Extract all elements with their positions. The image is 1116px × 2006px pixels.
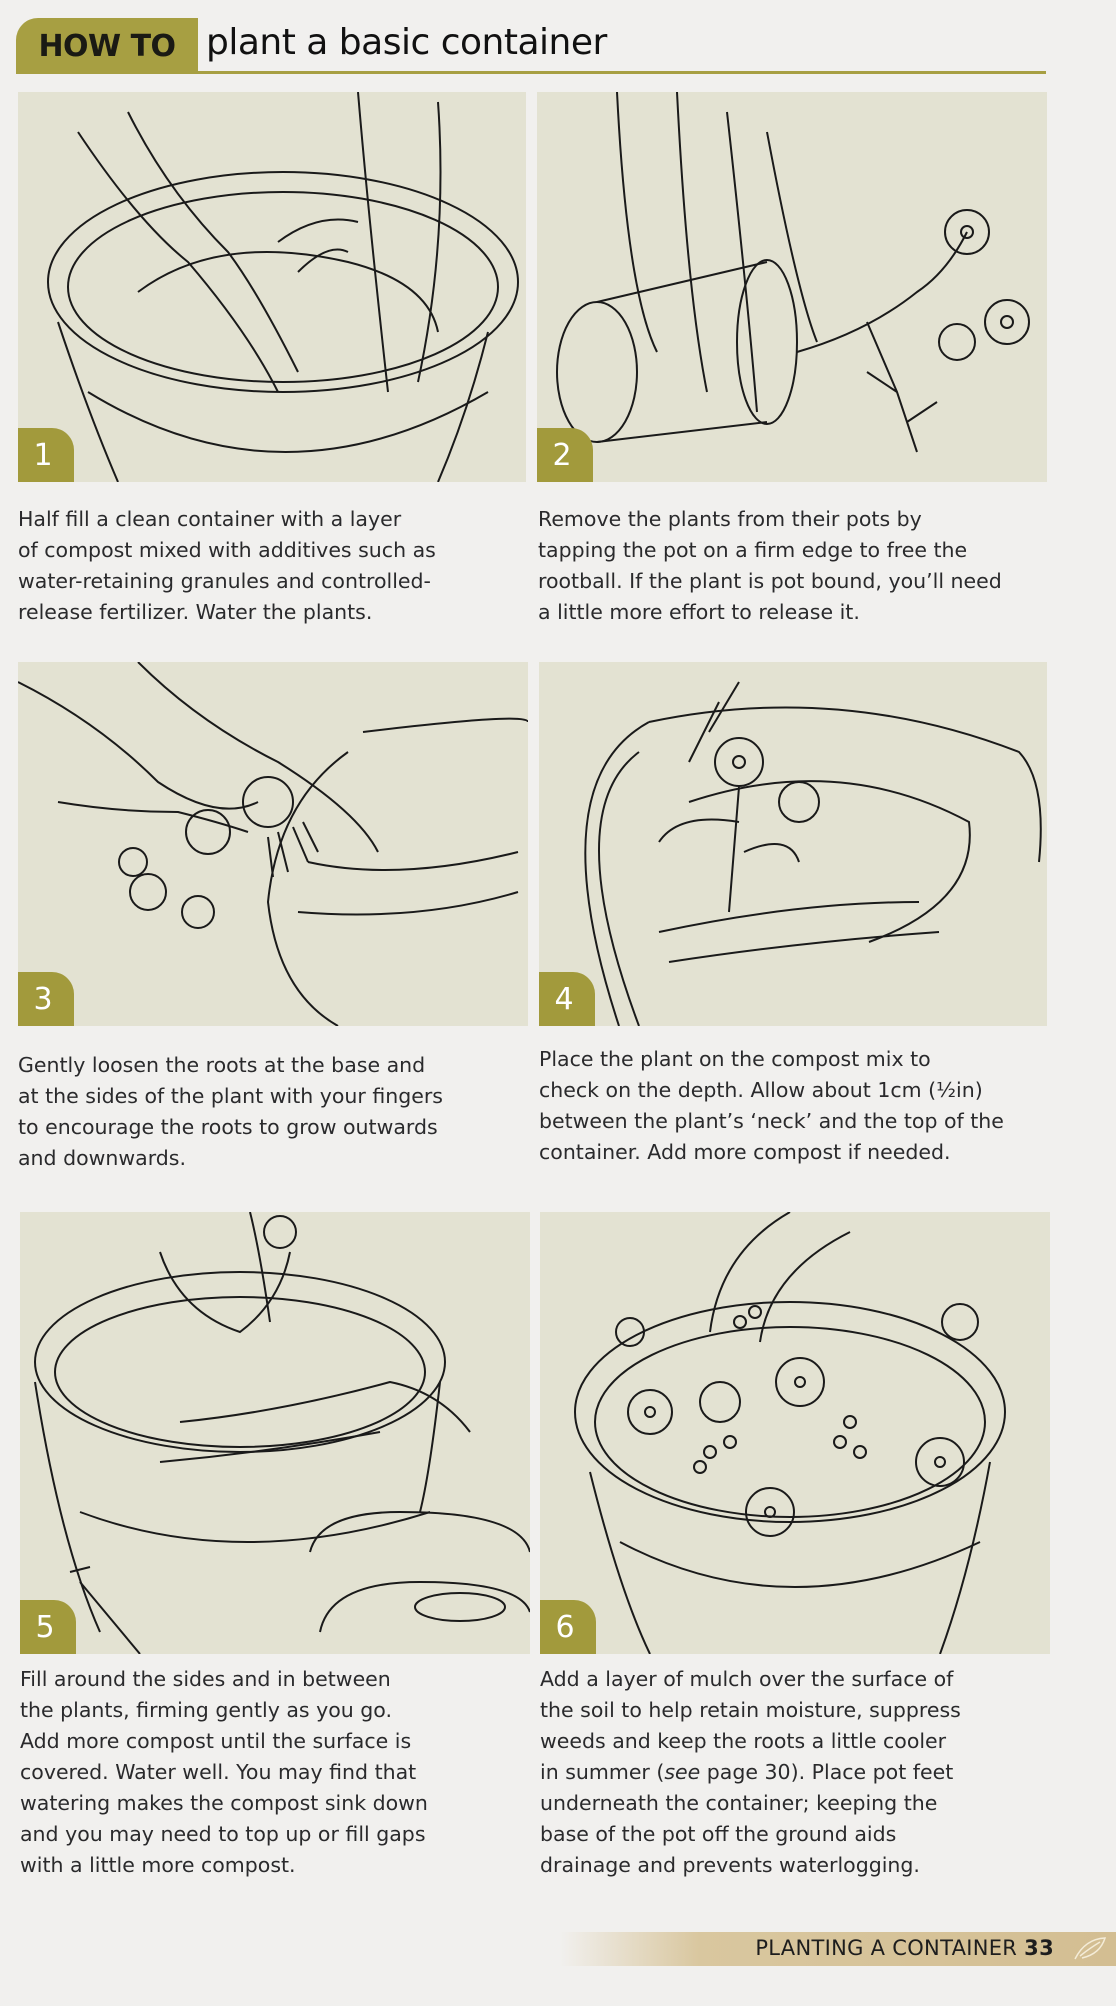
step-2-illustration: 2 [537,92,1047,482]
firming-compost-illustration-icon [34,1212,530,1654]
step-6-illustration: 6 [540,1212,1050,1654]
header-rule [198,71,1046,74]
step-1-illustration: 1 [18,92,526,482]
step-5-caption: Fill around the sides and in between the… [20,1667,428,1877]
footer-band [560,1932,1116,1966]
step-6-badge: 6 [540,1600,596,1654]
step-6-caption: Add a layer of mulch over the surface of… [540,1664,1050,1881]
step-4-illustration: 4 [539,662,1047,1026]
page-header: HOW TO plant a basic container [16,18,1046,76]
loosening-roots-illustration-icon [18,662,528,1026]
step-1-badge: 1 [18,428,74,482]
placing-plant-illustration-icon [584,681,1042,1026]
step-5-illustration: 5 [20,1212,530,1654]
step-3-badge: 3 [18,972,74,1026]
step-2-badge: 2 [537,428,593,482]
step-4-badge: 4 [539,972,595,1026]
tapping-pot-illustration-icon [556,92,1030,453]
page-title: plant a basic container [206,22,607,63]
step-2-caption: Remove the plants from their pots by tap… [538,507,1002,624]
line-with-italic: in summer (see page 30). Place pot feet [540,1760,954,1784]
step-5-badge: 5 [20,1600,76,1654]
running-footer: PLANTING A CONTAINER 33 [755,1936,1054,1960]
leaf-ornament-icon [1074,1937,1107,1960]
step-3-illustration: 3 [18,662,528,1026]
step-3-caption: Gently loosen the roots at the base and … [18,1053,443,1170]
mulched-pot-illustration-icon [574,1212,1006,1654]
pot-compost-illustration-icon [47,92,519,482]
step-1-caption: Half fill a clean container with a layer… [18,507,436,624]
footer-section: PLANTING A CONTAINER [755,1936,1025,1960]
how-to-tab: HOW TO [16,18,198,74]
step-4-caption: Place the plant on the compost mix to ch… [539,1047,1004,1164]
page-number: 33 [1024,1936,1054,1960]
